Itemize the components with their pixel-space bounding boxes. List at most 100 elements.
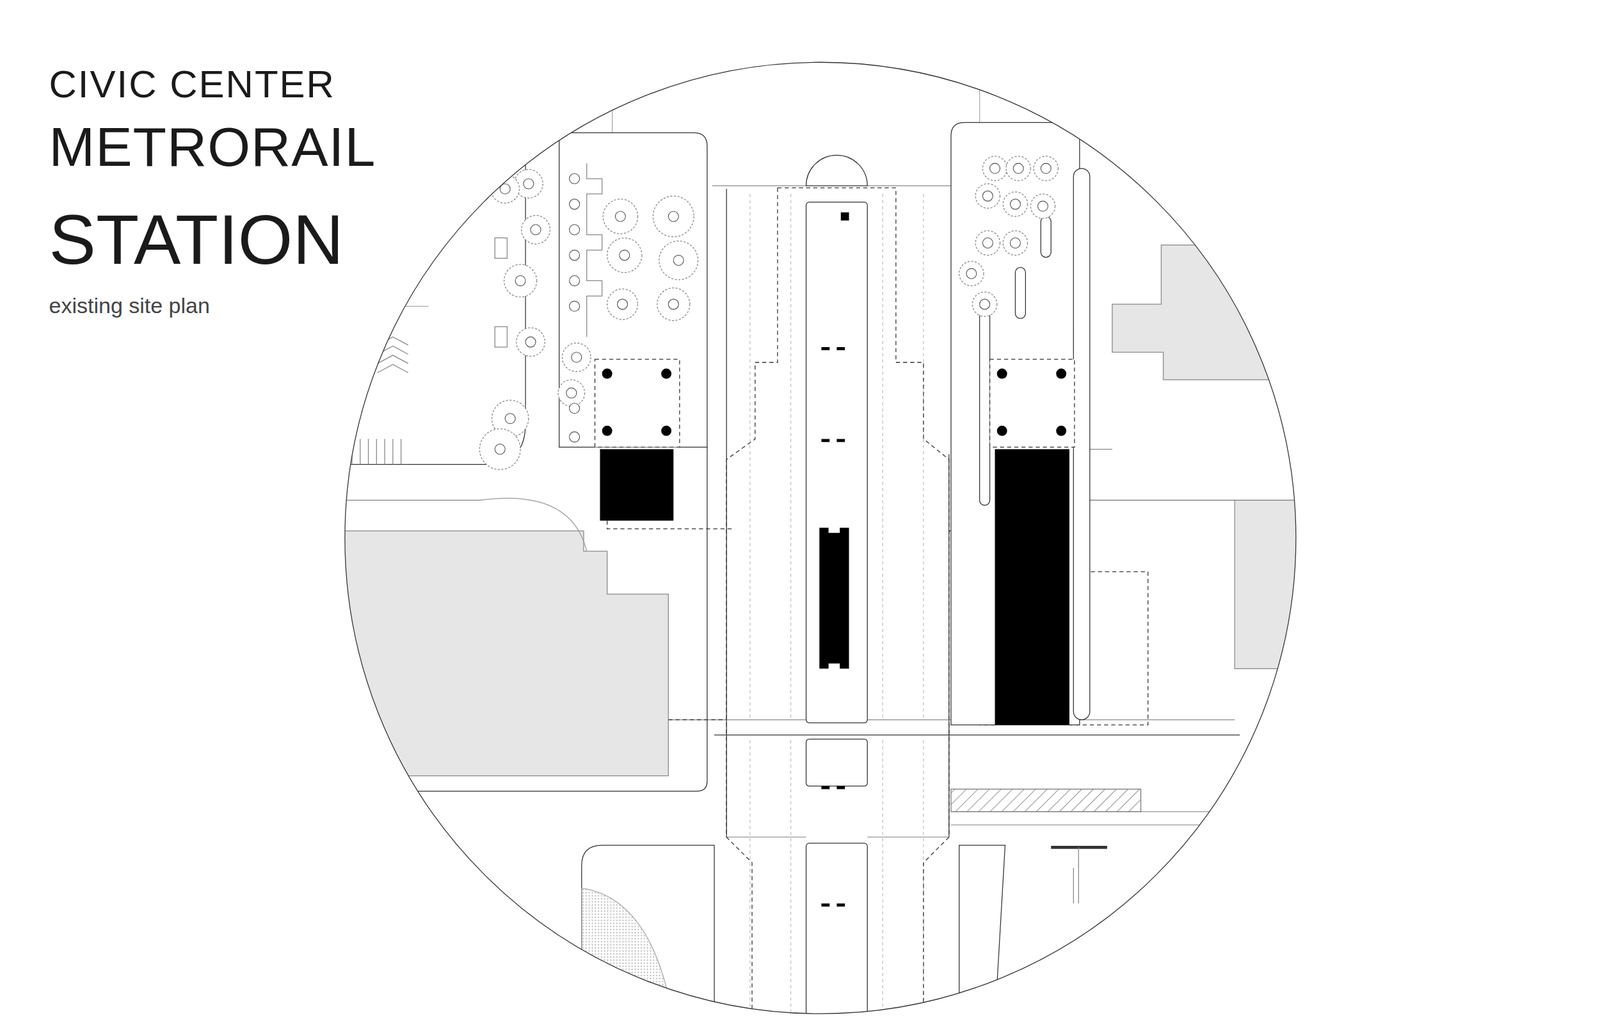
tree-trunk xyxy=(668,298,679,310)
lane-line xyxy=(922,193,924,720)
platform xyxy=(806,202,868,723)
parking-stripe xyxy=(384,439,385,465)
passage-outline xyxy=(668,718,727,720)
column xyxy=(836,903,845,907)
building xyxy=(1112,245,1307,380)
tree-trunk xyxy=(1009,199,1021,210)
platform-structure xyxy=(819,527,849,669)
tree-trunk xyxy=(990,163,1001,174)
column-dot xyxy=(661,368,672,379)
tree-canopy xyxy=(479,428,521,470)
tree-trunk xyxy=(569,403,580,414)
stair-block xyxy=(600,449,674,521)
tree-canopy xyxy=(558,379,585,406)
tree-canopy xyxy=(521,215,551,244)
lane-line xyxy=(790,193,792,720)
column-dot xyxy=(997,368,1008,379)
tree-trunk xyxy=(530,224,541,235)
tree-trunk xyxy=(979,298,991,310)
parking-stripe xyxy=(368,439,369,465)
platform-end xyxy=(806,154,868,186)
parking-stripe xyxy=(351,439,352,465)
hatched-area xyxy=(951,788,1142,811)
parcel-line xyxy=(343,446,708,791)
tree-trunk xyxy=(1009,237,1021,248)
column-dot xyxy=(1056,368,1067,379)
tree-canopy xyxy=(607,237,642,272)
tree-trunk xyxy=(566,387,577,399)
tree-canopy xyxy=(652,195,694,237)
plan-root xyxy=(343,61,1307,1027)
station-outline xyxy=(726,187,778,1014)
stair-block xyxy=(995,449,1070,725)
tree-trunk xyxy=(494,444,505,455)
tree-trunk xyxy=(1040,163,1051,174)
parking-stripe xyxy=(400,439,402,465)
curb-line xyxy=(714,734,1240,735)
planter xyxy=(1040,216,1051,258)
column-dot xyxy=(997,425,1008,436)
tree-trunk xyxy=(982,237,993,248)
tree-trunk xyxy=(617,298,628,310)
tree-canopy xyxy=(657,288,690,321)
tree-trunk xyxy=(1037,200,1048,212)
lane-line xyxy=(882,739,884,1014)
tree-trunk xyxy=(569,275,580,286)
bollard xyxy=(494,326,507,347)
bollard xyxy=(494,237,507,258)
column xyxy=(836,785,845,790)
column xyxy=(840,212,850,221)
parking-chevron xyxy=(377,355,409,364)
platform xyxy=(806,738,868,786)
tree-canopy xyxy=(1006,156,1031,181)
platform xyxy=(806,842,868,1027)
planter xyxy=(1015,267,1026,319)
slot xyxy=(1073,168,1090,720)
column xyxy=(836,439,845,443)
column-dot xyxy=(602,368,613,379)
tree-canopy xyxy=(1030,193,1055,219)
canopy xyxy=(990,359,1075,447)
tree-canopy xyxy=(562,343,592,372)
tree-trunk xyxy=(571,352,582,363)
tree-trunk xyxy=(525,336,536,347)
tree-canopy xyxy=(504,264,537,297)
parking-chevron xyxy=(377,336,409,345)
tree-canopy xyxy=(490,174,520,204)
planter-edge xyxy=(586,163,603,337)
curb-line xyxy=(726,836,950,838)
passage-outline xyxy=(607,520,735,529)
plaza xyxy=(581,844,715,1021)
tree-trunk xyxy=(569,300,580,312)
tree-trunk xyxy=(668,211,679,222)
tree-canopy xyxy=(516,327,546,357)
tree-canopy xyxy=(959,261,984,286)
lane-line xyxy=(882,193,884,720)
column xyxy=(821,903,830,907)
parking-stripe xyxy=(376,439,377,465)
tree-trunk xyxy=(615,211,626,222)
tree-trunk xyxy=(673,255,684,266)
tree-canopy xyxy=(975,230,1000,255)
sign xyxy=(1050,845,1108,849)
plaza-paving xyxy=(581,887,674,1021)
column xyxy=(821,785,830,790)
tree-trunk xyxy=(569,250,580,261)
lane-line xyxy=(749,739,751,1014)
lane-line xyxy=(790,739,792,1014)
frame-circle xyxy=(344,62,1296,1014)
column xyxy=(821,346,830,351)
tree-canopy xyxy=(659,240,699,280)
title-line: METRORAIL xyxy=(49,119,377,175)
tree-trunk xyxy=(523,178,534,189)
tree-trunk xyxy=(569,431,580,442)
column xyxy=(836,346,845,351)
tree-trunk xyxy=(966,268,977,279)
tree-canopy xyxy=(602,199,638,234)
lane-line xyxy=(749,193,751,720)
tree-canopy xyxy=(1002,192,1028,217)
tree-trunk xyxy=(619,250,630,261)
tree-trunk xyxy=(569,224,580,235)
parking-stripe xyxy=(392,439,393,465)
